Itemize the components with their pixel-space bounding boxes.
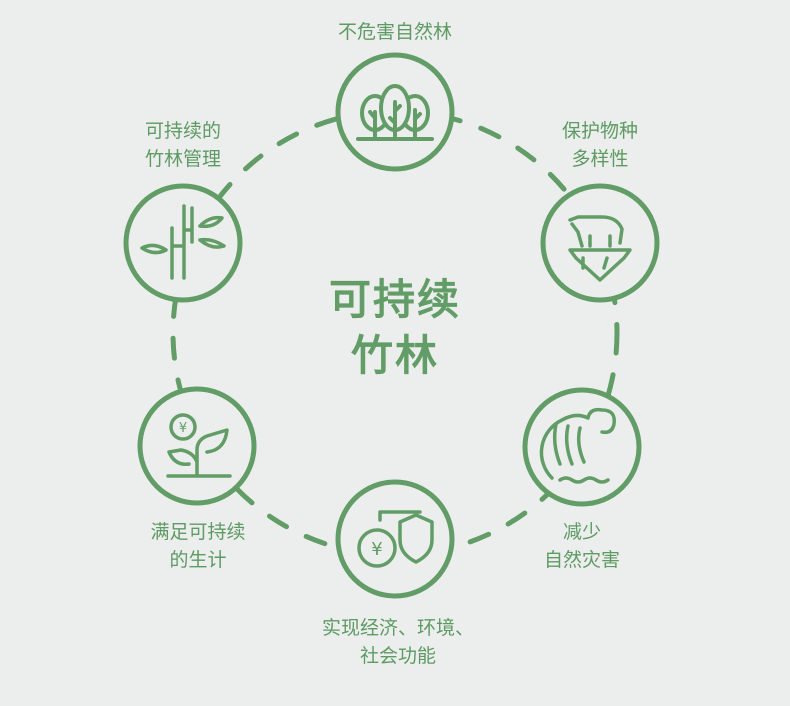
label-functions: 实现经济、环境、 社会功能 <box>322 614 474 670</box>
label-livelihood: 满足可持续 的生计 <box>150 518 245 574</box>
label-line: 不危害自然林 <box>337 21 453 43</box>
label-line: 可持续的 <box>144 120 222 142</box>
label-line: 的生计 <box>169 549 227 571</box>
label-natural-forest: 不危害自然林 <box>338 18 452 46</box>
center-title: 可持续 竹林 <box>329 272 461 384</box>
label-line: 减少 <box>562 521 602 543</box>
label-biodiversity: 保护物种 多样性 <box>562 117 638 173</box>
label-line: 社会功能 <box>359 645 437 667</box>
coin-sprout-icon: ¥ <box>137 386 257 506</box>
label-disaster: 减少 自然灾害 <box>544 518 620 574</box>
label-line: 满足可持续 <box>150 521 246 543</box>
label-line: 多样性 <box>571 148 629 170</box>
trees-icon <box>335 52 455 172</box>
label-line: 实现经济、环境、 <box>321 617 475 639</box>
svg-text:¥: ¥ <box>371 539 382 560</box>
label-line: 自然灾害 <box>543 549 621 571</box>
center-title-line-2: 竹林 <box>350 331 440 380</box>
label-management: 可持续的 竹林管理 <box>145 117 221 173</box>
label-line: 竹林管理 <box>144 148 222 170</box>
label-line: 保护物种 <box>561 120 639 142</box>
center-title-line-1: 可持续 <box>328 275 462 324</box>
coin-shield-icon: ¥ <box>335 479 455 599</box>
polar-bear-icon <box>540 183 660 303</box>
wave-icon <box>522 387 642 507</box>
svg-text:¥: ¥ <box>179 421 187 436</box>
bamboo-icon <box>123 183 243 303</box>
